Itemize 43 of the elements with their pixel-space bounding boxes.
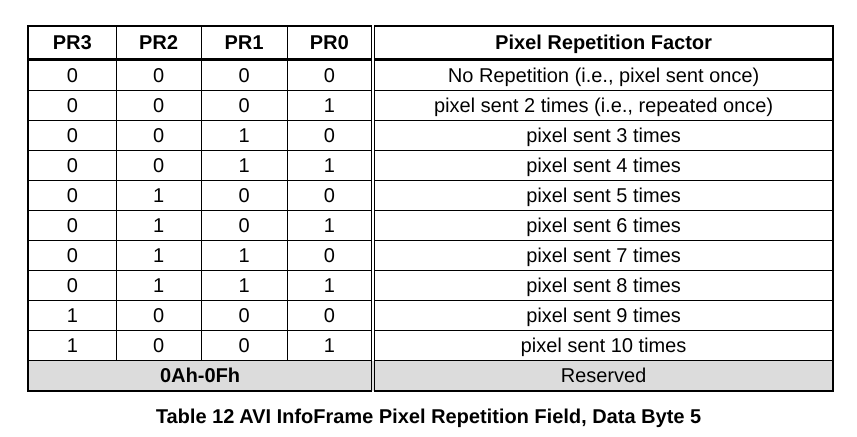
table-cell: pixel sent 3 times [373, 120, 833, 150]
table-cell: 0 [28, 240, 116, 270]
table-cell: 0 [28, 150, 116, 180]
table-cell: 0 [116, 150, 201, 180]
table-cell: 0 [28, 180, 116, 210]
table-cell: 1 [28, 300, 116, 330]
column-header: PR2 [116, 26, 201, 60]
table-cell: No Repetition (i.e., pixel sent once) [373, 60, 833, 90]
table-cell: pixel sent 6 times [373, 210, 833, 240]
table-cell: 1 [201, 120, 287, 150]
table-cell: 0 [201, 90, 287, 120]
table-cell: 0 [201, 180, 287, 210]
column-header: PR1 [201, 26, 287, 60]
table-cell: 0 [201, 210, 287, 240]
table-cell: 0 [201, 60, 287, 90]
table-cell: 0 [201, 300, 287, 330]
table-cell: 0 [116, 90, 201, 120]
table-cell: 1 [201, 240, 287, 270]
table-cell: 0 [28, 90, 116, 120]
column-header: Pixel Repetition Factor [373, 26, 833, 60]
table-cell: 0Ah-0Fh [28, 360, 373, 391]
table-cell: 1 [116, 270, 201, 300]
column-header: PR3 [28, 26, 116, 60]
table-cell: 0 [28, 270, 116, 300]
table-caption: Table 12 AVI InfoFrame Pixel Repetition Field, Data Byte 5 [154, 406, 702, 429]
table-cell: 1 [116, 210, 201, 240]
table-cell: 0 [28, 210, 116, 240]
table-cell: pixel sent 5 times [373, 180, 833, 210]
table-cell: 1 [116, 240, 201, 270]
table-cell: 0 [28, 60, 116, 90]
table-cell: 0 [28, 120, 116, 150]
table-cell: 1 [116, 180, 201, 210]
table-cell: 0 [116, 300, 201, 330]
table-cell: pixel sent 8 times [373, 270, 833, 300]
table-cell: pixel sent 9 times [373, 300, 833, 330]
table-cell: 1 [201, 150, 287, 180]
table-cell: pixel sent 7 times [373, 240, 833, 270]
table-cell: 0 [116, 120, 201, 150]
table-cell: pixel sent 4 times [373, 150, 833, 180]
table-cell: 0 [116, 60, 201, 90]
table-cell: 1 [201, 270, 287, 300]
table-cell: Reserved [373, 360, 833, 391]
table-cell: pixel sent 2 times (i.e., repeated once) [373, 90, 833, 120]
